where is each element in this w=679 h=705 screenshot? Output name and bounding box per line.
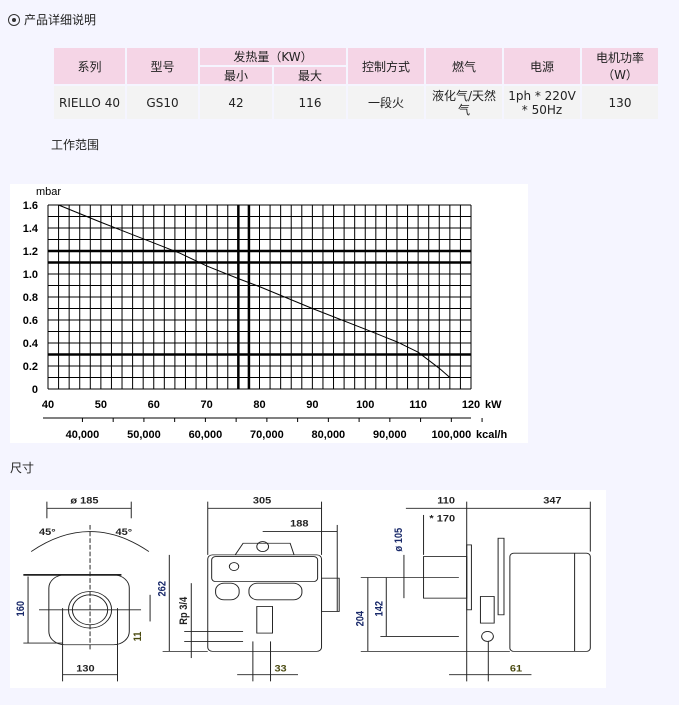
x2-tick-label: 70,000	[250, 429, 284, 441]
cell-min: 42	[200, 86, 272, 119]
x-tick-label: 80	[253, 399, 265, 411]
th-min: 最小	[200, 67, 272, 84]
dim-front-offset: 11	[132, 631, 144, 641]
side-view	[162, 501, 340, 682]
x-tick-label: 60	[148, 399, 160, 411]
y-tick-label: 0.6	[23, 315, 38, 327]
y-tick-label: 0	[32, 384, 38, 396]
chart-panel: 0 0.2 0.4 0.6 0.8 1.0 1.2 1.4 1.6 40 50 60 70 80 90 100…	[10, 184, 528, 443]
th-power-supply: 电源	[504, 48, 580, 84]
th-series: 系列	[54, 48, 125, 84]
x-axis-label: kW	[485, 399, 502, 411]
x-tick-label: 70	[201, 399, 213, 411]
dim-tube-diameter: ø 105	[393, 527, 405, 551]
dimensions-title: 尺寸	[10, 461, 35, 475]
working-range-chart: 0 0.2 0.4 0.6 0.8 1.0 1.2 1.4 1.6 40 50 60 70 80 90 100…	[23, 186, 508, 441]
y-tick-label: 1.2	[23, 246, 38, 258]
x2-tick-label: 50,000	[127, 429, 161, 441]
working-range-title: 工作范围	[51, 138, 100, 152]
x2-axis-label: kcal/h	[476, 429, 507, 441]
dimension-drawing: ø 185 45° 45° 160 11 130 305 188 262 Rp …	[15, 496, 591, 682]
y-tick-label: 0.8	[23, 292, 38, 304]
x-tick-label: 100	[356, 399, 374, 411]
y-tick-label: 0.4	[23, 338, 39, 350]
x-tick-label: 90	[306, 399, 318, 411]
dim-flange-offset: 61	[510, 664, 523, 674]
x2-tick-label: 90,000	[373, 429, 407, 441]
x2-tick-label: 80,000	[312, 429, 346, 441]
table-row: RIELLO 40 GS10 42 116 一段火 液化气/天然气 1ph * …	[54, 86, 658, 119]
radio-dot-icon	[8, 13, 20, 26]
rear-view	[360, 501, 591, 682]
dim-angle-right: 45°	[116, 528, 133, 538]
cell-power-supply: 1ph * 220V * 50Hz	[504, 86, 580, 119]
dim-inlet-offset: 33	[274, 664, 287, 674]
dim-angle-left: 45°	[39, 528, 56, 538]
th-control: 控制方式	[348, 48, 424, 84]
dim-side-height: 262	[157, 581, 169, 597]
y-tick-label: 1.0	[23, 269, 38, 281]
y-tick-label: 1.6	[23, 200, 38, 212]
page-header: 产品详细说明	[8, 11, 96, 28]
dim-body: 347	[543, 496, 562, 506]
x2-tick-label: 100,000	[431, 429, 471, 441]
dim-gas-inlet: Rp 3/4	[178, 597, 190, 625]
dim-side-partial: 188	[290, 519, 309, 529]
y-tick-label: 0.2	[23, 361, 38, 373]
dimensions-panel: ø 185 45° 45° 160 11 130 305 188 262 Rp …	[10, 490, 606, 688]
dim-front-diameter: ø 185	[70, 496, 98, 506]
spec-table: 系列 型号 发热量（KW） 控制方式 燃气 电源 电机功率（W） 最小 最大 R…	[52, 46, 660, 121]
dim-front-width: 130	[76, 664, 95, 674]
dim-side-length: 305	[253, 496, 272, 506]
page-title: 产品详细说明	[24, 13, 97, 27]
x2-tick-label: 60,000	[189, 429, 223, 441]
th-motor-power: 电机功率（W）	[582, 48, 658, 84]
cell-motor-power: 130	[582, 86, 658, 119]
x2-tick-label: 40,000	[66, 429, 100, 441]
dim-total-height: 204	[355, 611, 367, 627]
cell-model: GS10	[127, 86, 198, 119]
cell-max: 116	[274, 86, 346, 119]
th-model: 型号	[127, 48, 198, 84]
x-tick-label: 50	[95, 399, 107, 411]
y-tick-label: 1.4	[23, 223, 39, 235]
pressure-curve	[58, 204, 451, 378]
cell-control: 一段火	[348, 86, 424, 119]
dim-front-height: 160	[15, 601, 27, 617]
x-tick-label: 120	[462, 399, 480, 411]
th-heat-output: 发热量（KW）	[200, 48, 346, 65]
cell-fuel: 液化气/天然气	[426, 86, 502, 119]
dim-head: 110	[437, 496, 455, 506]
th-fuel: 燃气	[426, 48, 502, 84]
front-view	[23, 501, 151, 682]
th-max: 最大	[274, 67, 346, 84]
dim-axis-height: 142	[374, 601, 386, 617]
y-axis-label: mbar	[36, 186, 61, 198]
x-tick-label: 110	[409, 399, 427, 411]
cell-series: RIELLO 40	[54, 86, 125, 119]
dim-head-long: * 170	[429, 514, 455, 524]
x-tick-label: 40	[42, 399, 54, 411]
